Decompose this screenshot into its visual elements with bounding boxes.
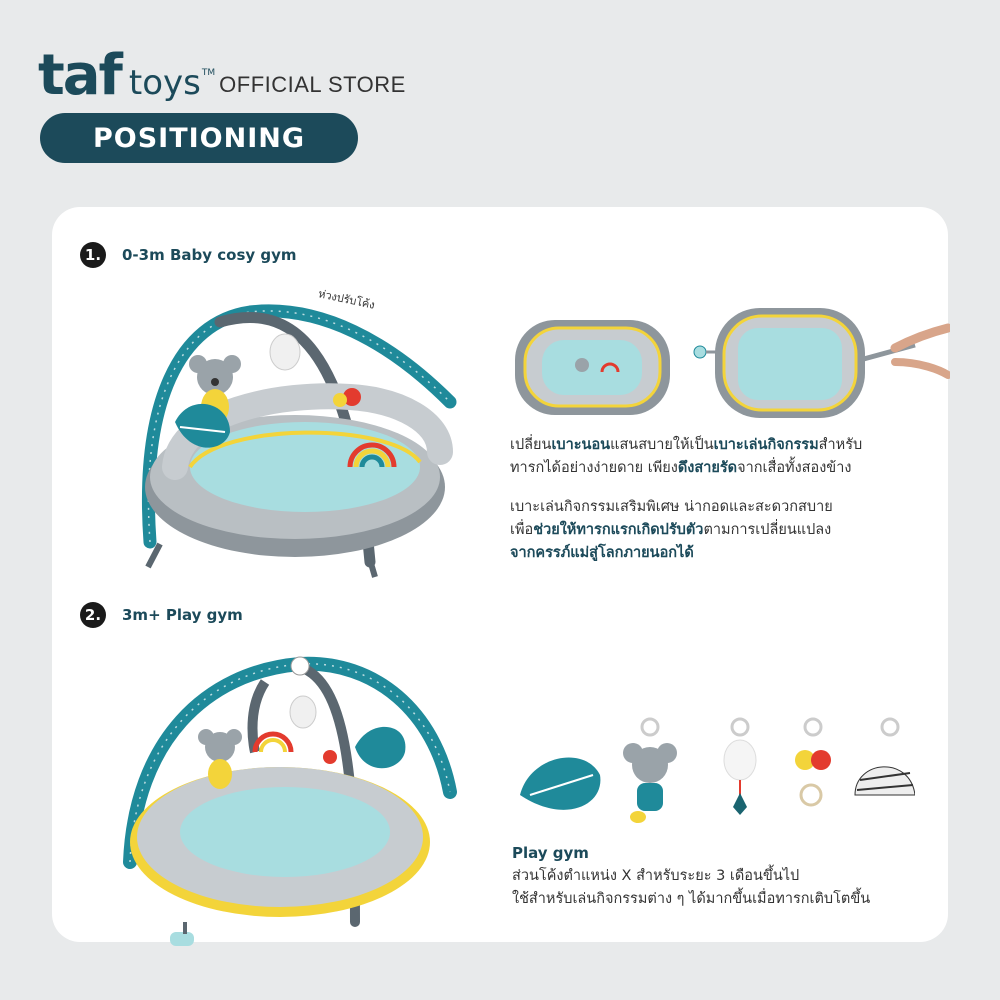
- koala-toy-icon: [623, 717, 677, 823]
- brand-taf: taf: [38, 43, 123, 108]
- text: แสนสบายให้เป็น: [610, 437, 714, 453]
- section-title: POSITIONING: [40, 113, 358, 163]
- brand-logo: taf toys TM OFFICIAL STORE: [38, 48, 406, 104]
- bird-toy-icon: [323, 750, 337, 764]
- step-1-heading: 1. 0-3m Baby cosy gym: [80, 242, 297, 268]
- text: ตามการเปลี่ยนแปลง: [703, 522, 832, 538]
- step-1-number: 1.: [80, 242, 106, 268]
- step-1-label: 0-3m Baby cosy gym: [122, 246, 297, 264]
- highlight-text: เบาะเล่นกิจกรรม: [713, 437, 819, 453]
- brand-toys: toys: [128, 63, 201, 103]
- bed-mode-photo: [515, 320, 670, 415]
- para2-line1: เบาะเล่นกิจกรรมเสริมพิเศษ น่ากอดและสะดวก…: [510, 499, 833, 515]
- step-2-label: 3m+ Play gym: [122, 606, 243, 624]
- play-gym-title: Play gym: [512, 844, 589, 862]
- para1-line1: เปลี่ยนเบาะนอนแสนสบายให้เป็นเบาะเล่นกิจก…: [510, 434, 862, 457]
- cloud-toy-icon: [854, 717, 915, 796]
- step-2-description: Play gym ส่วนโค้งตำแหน่ง X สำหรับระยะ 3 …: [512, 842, 870, 911]
- rattle-toy-icon: [269, 333, 301, 371]
- play-mode-photo: [693, 308, 950, 418]
- para1-line2: ทารกได้อย่างง่ายดาย เพียงดึงสายรัดจากเสื…: [510, 457, 862, 480]
- leaf-toy-icon: [355, 726, 406, 769]
- store-label: OFFICIAL STORE: [219, 72, 406, 97]
- step-1-paragraph-2: เบาะเล่นกิจกรรมเสริมพิเศษ น่ากอดและสะดวก…: [510, 496, 833, 565]
- leaf-toy-icon: [520, 757, 601, 810]
- koala-toy-icon: [198, 729, 242, 789]
- highlight-text: ช่วยให้ทารกแรกเกิดปรับตัว: [533, 522, 704, 538]
- bird-toy-icon: [795, 717, 831, 807]
- highlight-text: เบาะนอน: [551, 437, 611, 453]
- step-2-number: 2.: [80, 602, 106, 628]
- leaf-toy-icon: [175, 403, 230, 448]
- bird-toy-icon: [333, 388, 361, 407]
- text: ทารกได้อย่างง่ายดาย เพียง: [510, 460, 678, 476]
- text: จากเสื่อทั้งสองข้าง: [737, 460, 852, 476]
- rainbow-icon: [347, 442, 397, 468]
- highlight-text: จากครรภ์แม่สู่โลกภายนอกได้: [510, 545, 694, 561]
- para2-line2: เพื่อช่วยให้ทารกแรกเกิดปรับตัวตามการเปลี…: [510, 519, 833, 542]
- brand-tm: TM: [201, 68, 216, 78]
- cosy-gym-illustration: [141, 304, 457, 578]
- rattle-toy-icon: [723, 717, 757, 815]
- text: เปลี่ยน: [510, 437, 552, 453]
- text: เพื่อ: [510, 522, 534, 538]
- toys-row: [520, 717, 915, 823]
- step-1-paragraph-1: เปลี่ยนเบาะนอนแสนสบายให้เป็นเบาะเล่นกิจก…: [510, 434, 862, 480]
- teether-icon: [170, 932, 194, 946]
- step-2-heading: 2. 3m+ Play gym: [80, 602, 243, 628]
- text: สำหรับ: [818, 437, 863, 453]
- rattle-toy-icon: [289, 695, 317, 729]
- highlight-text: ดึงสายรัด: [677, 460, 738, 476]
- para2-line3: จากครรภ์แม่สู่โลกภายนอกได้: [510, 542, 833, 565]
- play-gym-line2: ใช้สำหรับเล่นกิจกรรมต่าง ๆ ได้มากขึ้นเมื…: [512, 891, 871, 907]
- rainbow-icon: [252, 731, 294, 753]
- play-gym-line1: ส่วนโค้งตำแหน่ง X สำหรับระยะ 3 เดือนขึ้น…: [512, 868, 800, 884]
- play-gym-illustration: [123, 656, 457, 946]
